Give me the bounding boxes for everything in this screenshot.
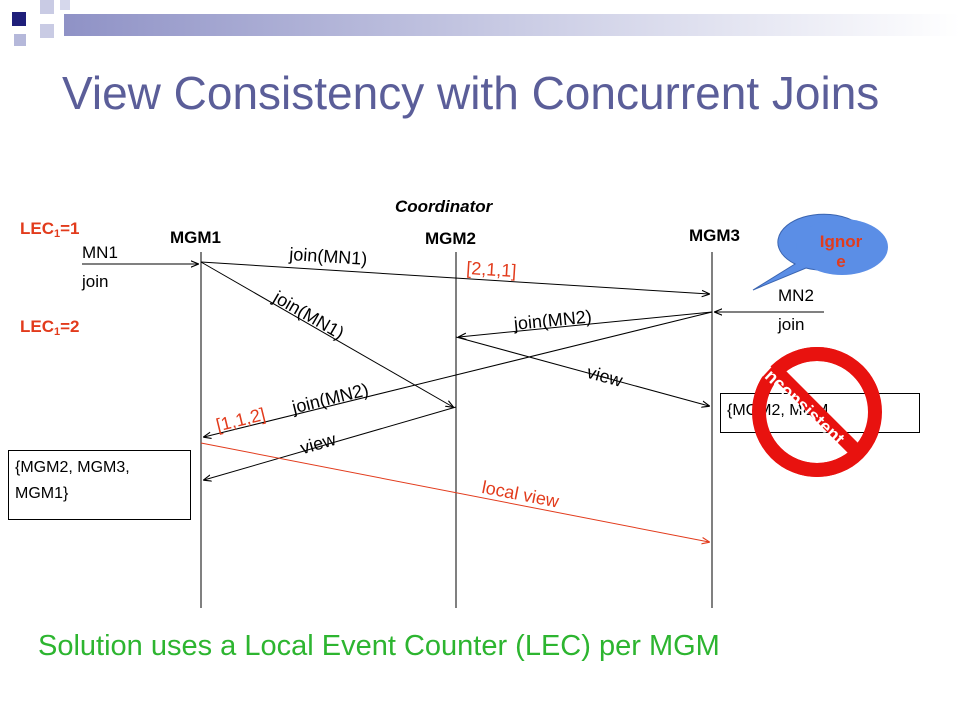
decor-square bbox=[60, 0, 70, 10]
inconsistent-stamp-bar bbox=[770, 365, 863, 458]
lec-label-1-sub: 1 bbox=[54, 228, 61, 240]
lec-label-1: LEC1=1 bbox=[20, 219, 80, 240]
slide-footer: Solution uses a Local Event Counter (LEC… bbox=[38, 630, 720, 662]
lec-label-2-prefix: LEC bbox=[20, 317, 54, 336]
ignore-callout-ellipse bbox=[796, 219, 888, 275]
lec-label-1-suffix: =1 bbox=[60, 219, 80, 238]
mn1-label: MN1 bbox=[82, 243, 118, 262]
arrow-local-view bbox=[200, 442, 709, 542]
inconsistent-stamp bbox=[752, 347, 882, 477]
arrow-join-mn2-to-mgm2 bbox=[459, 311, 713, 337]
lec-label-2: LEC1=2 bbox=[20, 317, 80, 338]
node-mgm2: MGM2 bbox=[425, 229, 476, 248]
lec-label-1-prefix: LEC bbox=[20, 219, 54, 238]
arrow-join-mn1-to-mgm3 bbox=[200, 261, 709, 294]
node-mgm3: MGM3 bbox=[689, 226, 740, 245]
arrow-view-to-mgm1 bbox=[204, 406, 457, 480]
msg-vector-211: [2,1,1] bbox=[465, 258, 517, 282]
view-box-mgm1: {MGM2, MGM3, MGM1} bbox=[8, 450, 191, 520]
decor-square bbox=[14, 34, 26, 46]
lec-label-2-suffix: =2 bbox=[60, 317, 80, 336]
view-box-mgm1-line2: MGM1} bbox=[15, 485, 69, 502]
ignore-callout-line2: e bbox=[836, 252, 846, 271]
arrow-join-mn1-to-mgm2 bbox=[200, 261, 453, 407]
mn2-label: MN2 bbox=[778, 286, 814, 305]
arrow-join-mn2-to-mgm1 bbox=[204, 311, 713, 437]
arrow-view-to-mgm3 bbox=[455, 336, 709, 406]
decor-bar bbox=[64, 14, 960, 36]
mn2-join-label: join bbox=[778, 315, 805, 334]
decor-square bbox=[40, 24, 54, 38]
ignore-callout-line1: Ignor bbox=[819, 232, 863, 251]
slide-title: View Consistency with Concurrent Joins bbox=[62, 67, 880, 119]
mn1-join-label: join bbox=[82, 272, 109, 291]
ignore-callout-text: Ignor e bbox=[817, 232, 865, 272]
decor-square bbox=[40, 0, 54, 14]
decor-square bbox=[12, 12, 26, 26]
coordinator-label: Coordinator bbox=[395, 197, 493, 216]
slide-decoration bbox=[12, 0, 960, 46]
view-box-mgm1-line1: {MGM2, MGM3, bbox=[15, 459, 130, 476]
inconsistent-stamp-ring bbox=[752, 347, 882, 477]
node-mgm1: MGM1 bbox=[170, 228, 221, 247]
lec-label-2-sub: 1 bbox=[54, 326, 61, 338]
